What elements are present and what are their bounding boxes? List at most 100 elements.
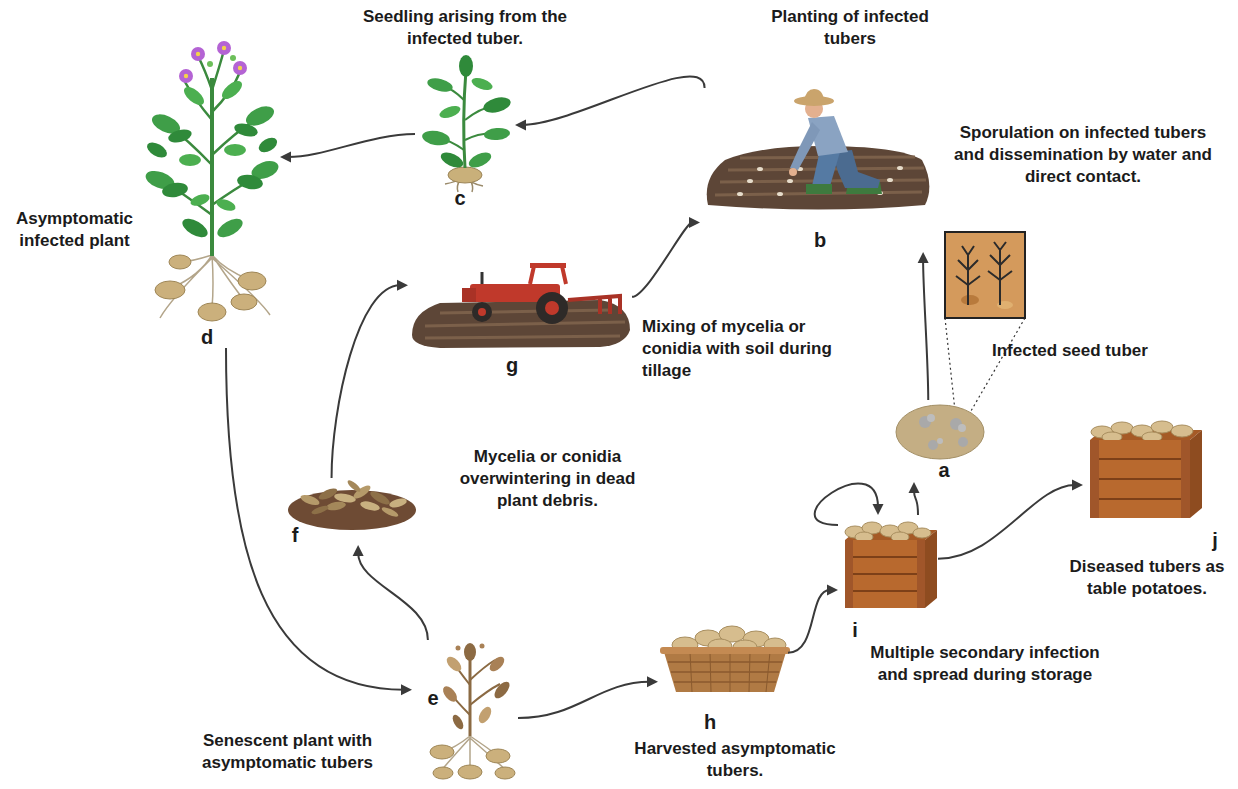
arrow-head bbox=[918, 252, 929, 263]
cycle-arrow bbox=[280, 134, 415, 163]
potato-plant-illustration bbox=[210, 78, 214, 256]
stage-letter: a bbox=[938, 459, 949, 482]
stage-letter: i bbox=[852, 619, 858, 642]
potato-plant-illustration bbox=[179, 154, 201, 166]
plant-debris-illustration bbox=[299, 493, 321, 507]
storage-crate-illustration bbox=[845, 557, 925, 591]
potato-plant-illustration bbox=[143, 41, 281, 321]
infected-tuber-illustration bbox=[937, 438, 943, 444]
arrow-head bbox=[280, 152, 291, 163]
potato-plant-illustration bbox=[215, 197, 237, 213]
senescent-plant-illustration bbox=[492, 679, 513, 701]
planting-farmer-illustration bbox=[804, 89, 824, 101]
sporulation-note: Sporulation on infected tubers and disse… bbox=[952, 122, 1214, 188]
arrow-line bbox=[226, 348, 404, 690]
planting-stage: Planting of infected tubersb bbox=[700, 88, 930, 252]
cycle-arrow bbox=[918, 252, 929, 400]
seedling-illustration bbox=[439, 149, 466, 170]
harvest-basket-illustration bbox=[664, 652, 786, 692]
seedling-illustration bbox=[467, 149, 494, 170]
harvest-stage: Harvested asymptomatic tubers.h bbox=[658, 618, 788, 734]
potato-plant-illustration bbox=[238, 66, 242, 70]
senescent-plant-illustration bbox=[451, 713, 466, 731]
tractor-tillage-illustration bbox=[536, 292, 568, 324]
senescent-plant-illustration bbox=[495, 767, 515, 779]
tractor-tillage-illustration bbox=[412, 300, 630, 348]
arrow-line bbox=[358, 553, 428, 640]
tractor-tillage-illustration bbox=[478, 308, 486, 316]
table-potato-crate-illustration bbox=[1090, 459, 1190, 499]
seedling-illustration bbox=[459, 55, 473, 77]
table-potato-stage: Diseased tubers as table potatoes.j bbox=[1083, 418, 1225, 552]
potato-plant-illustration bbox=[207, 61, 213, 67]
cycle-arrow bbox=[518, 676, 658, 718]
potato-plant-illustration bbox=[196, 52, 200, 56]
potato-plant-illustration bbox=[179, 69, 193, 83]
potato-plant-illustration bbox=[219, 78, 245, 103]
storage-crate-illustration bbox=[845, 540, 853, 608]
potato-plant-illustration bbox=[184, 74, 188, 78]
stage-letter: g bbox=[506, 354, 518, 377]
arrow-line bbox=[938, 485, 1075, 559]
senescent-plant-illustration bbox=[480, 644, 485, 649]
potato-plant-illustration bbox=[224, 144, 246, 156]
stage-letter: f bbox=[292, 524, 299, 547]
arrow-line bbox=[815, 483, 878, 525]
storage-stage: Multiple secondary infection and spread … bbox=[838, 515, 938, 640]
seedling-illustration bbox=[484, 127, 511, 141]
storage-crate-illustration bbox=[845, 522, 937, 608]
stage-caption: Mixing of mycelia or conidia with soil d… bbox=[642, 316, 847, 382]
plant-debris-illustration bbox=[311, 504, 330, 516]
plant-debris-illustration bbox=[288, 490, 416, 530]
planting-farmer-illustration bbox=[737, 192, 743, 196]
stage-letter: j bbox=[1212, 529, 1218, 552]
planting-farmer-illustration bbox=[787, 179, 793, 183]
cycle-arrow bbox=[353, 545, 428, 640]
planting-farmer-illustration bbox=[789, 168, 797, 176]
tractor-tillage-illustration bbox=[472, 302, 492, 322]
senescent-plant-illustration bbox=[458, 765, 482, 779]
potato-plant-illustration bbox=[238, 272, 266, 290]
plant-debris-illustration bbox=[388, 497, 407, 509]
planting-farmer-illustration bbox=[897, 166, 903, 170]
cycle-arrow bbox=[909, 482, 920, 515]
seedling-illustration bbox=[438, 104, 462, 121]
tractor-tillage-illustration bbox=[545, 301, 559, 315]
seedling-illustration bbox=[470, 76, 494, 93]
storage-crate-illustration bbox=[845, 540, 925, 608]
potato-plant-illustration bbox=[231, 294, 257, 310]
table-potato-crate-illustration bbox=[1090, 440, 1190, 518]
arrow-head bbox=[353, 545, 364, 556]
senescent-plant-illustration bbox=[440, 684, 459, 704]
seedling-stage: Seedling arising from the infected tuber… bbox=[415, 58, 515, 210]
senescent-plant-illustration bbox=[433, 767, 453, 779]
planting-farmer-illustration bbox=[887, 178, 893, 182]
seedling-illustration bbox=[421, 129, 451, 148]
seedling-illustration bbox=[421, 55, 512, 192]
table-potato-crate-illustration bbox=[1190, 430, 1202, 518]
cycle-arrow bbox=[226, 348, 412, 695]
arrow-line bbox=[288, 134, 415, 157]
table-potato-crate-illustration bbox=[1151, 421, 1173, 433]
arrow-line bbox=[914, 490, 918, 515]
senescent-plant-illustration bbox=[469, 655, 472, 736]
senescent-plant-illustration bbox=[464, 643, 476, 661]
arrow-line bbox=[923, 260, 928, 400]
arrow-line bbox=[523, 76, 705, 124]
planting-farmer-illustration bbox=[707, 89, 930, 210]
potato-plant-illustration bbox=[230, 55, 236, 61]
arrow-head bbox=[397, 280, 408, 291]
senescent-plant-stage: Senescent plant with asymptomatic tubers… bbox=[412, 640, 518, 782]
stage-caption: Planting of infected tubers bbox=[750, 6, 950, 50]
arrow-head bbox=[647, 676, 658, 687]
seedling-illustration bbox=[448, 167, 482, 183]
potato-plant-illustration bbox=[155, 281, 185, 299]
stage-caption: Infected seed tuber bbox=[992, 340, 1148, 362]
arrow-head bbox=[873, 504, 884, 515]
seed-tuber-stage: Infected seed tubera bbox=[895, 400, 990, 482]
potato-plant-illustration bbox=[144, 139, 169, 160]
planting-farmer-illustration bbox=[777, 192, 783, 196]
planting-farmer-illustration bbox=[757, 167, 763, 171]
infected-tuber-illustration bbox=[958, 424, 966, 432]
arrow-head bbox=[827, 585, 838, 596]
